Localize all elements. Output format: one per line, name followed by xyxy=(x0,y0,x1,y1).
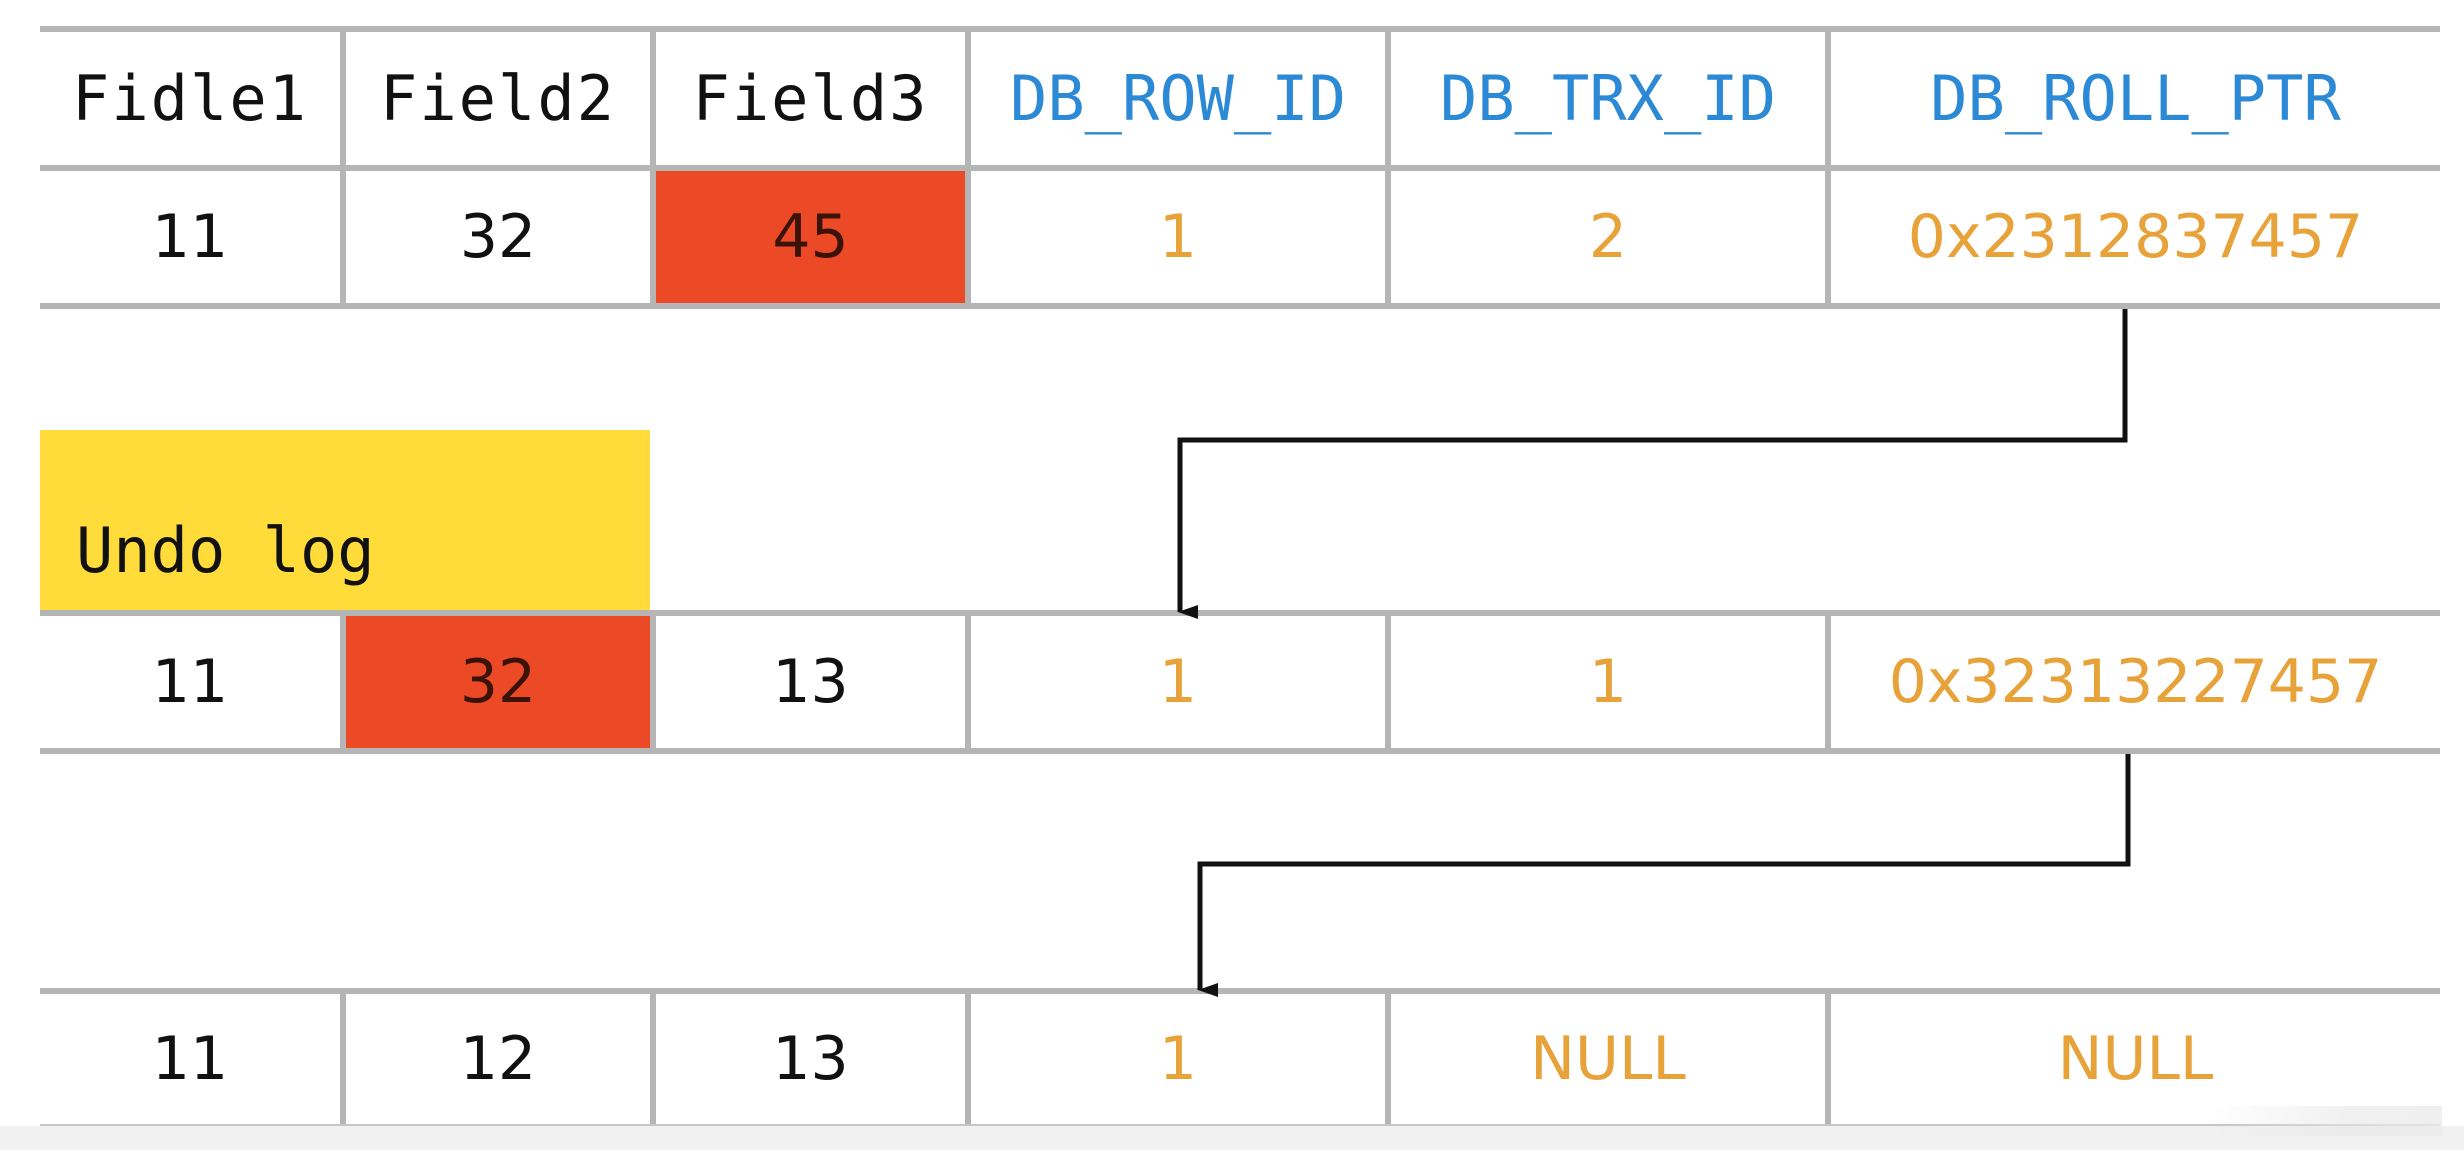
current-row-field2: 32 xyxy=(340,171,650,303)
header-db-row-id: DB_ROW_ID xyxy=(965,32,1385,165)
header-db-roll-ptr: DB_ROLL_PTR xyxy=(1825,32,2440,165)
header-field1: Fidle1 xyxy=(40,32,340,165)
undo-row-1-db-trx-id: 1 xyxy=(1385,616,1825,748)
undo-log-row-1: 11 32 13 1 1 0x32313227457 xyxy=(40,610,2440,754)
undo-log-row-2: 11 12 13 1 NULL NULL xyxy=(40,988,2440,1130)
watermark xyxy=(2212,1106,2442,1136)
roll-pointer-arrow-1 xyxy=(1177,309,2128,619)
bottom-strip xyxy=(0,1126,2464,1150)
undo-row-2-db-roll-ptr: NULL xyxy=(1825,994,2440,1124)
current-row-db-roll-ptr: 0x2312837457 xyxy=(1825,171,2440,303)
undo-row-2-db-row-id: 1 xyxy=(965,994,1385,1124)
undo-row-2-field1: 11 xyxy=(40,994,340,1124)
current-row-db-trx-id: 2 xyxy=(1385,171,1825,303)
current-row: 11 32 45 1 2 0x2312837457 xyxy=(40,165,2440,309)
undo-row-2-field2: 12 xyxy=(340,994,650,1124)
undo-row-2-db-trx-id: NULL xyxy=(1385,994,1825,1124)
header-db-trx-id: DB_TRX_ID xyxy=(1385,32,1825,165)
header-field3: Field3 xyxy=(650,32,965,165)
undo-row-1-field1: 11 xyxy=(40,616,340,748)
undo-row-1-field2-modified: 32 xyxy=(340,616,650,748)
undo-row-1-field3: 13 xyxy=(650,616,965,748)
roll-pointer-arrow-2 xyxy=(1197,754,2131,997)
current-row-db-row-id: 1 xyxy=(965,171,1385,303)
header-row: Fidle1 Field2 Field3 DB_ROW_ID DB_TRX_ID… xyxy=(40,26,2440,171)
header-field2: Field2 xyxy=(340,32,650,165)
undo-row-1-db-roll-ptr: 0x32313227457 xyxy=(1825,616,2440,748)
current-row-field1: 11 xyxy=(40,171,340,303)
undo-row-1-db-row-id: 1 xyxy=(965,616,1385,748)
undo-log-label: Undo log xyxy=(40,430,650,610)
undo-row-2-field3: 13 xyxy=(650,994,965,1124)
current-row-field3-modified: 45 xyxy=(650,171,965,303)
